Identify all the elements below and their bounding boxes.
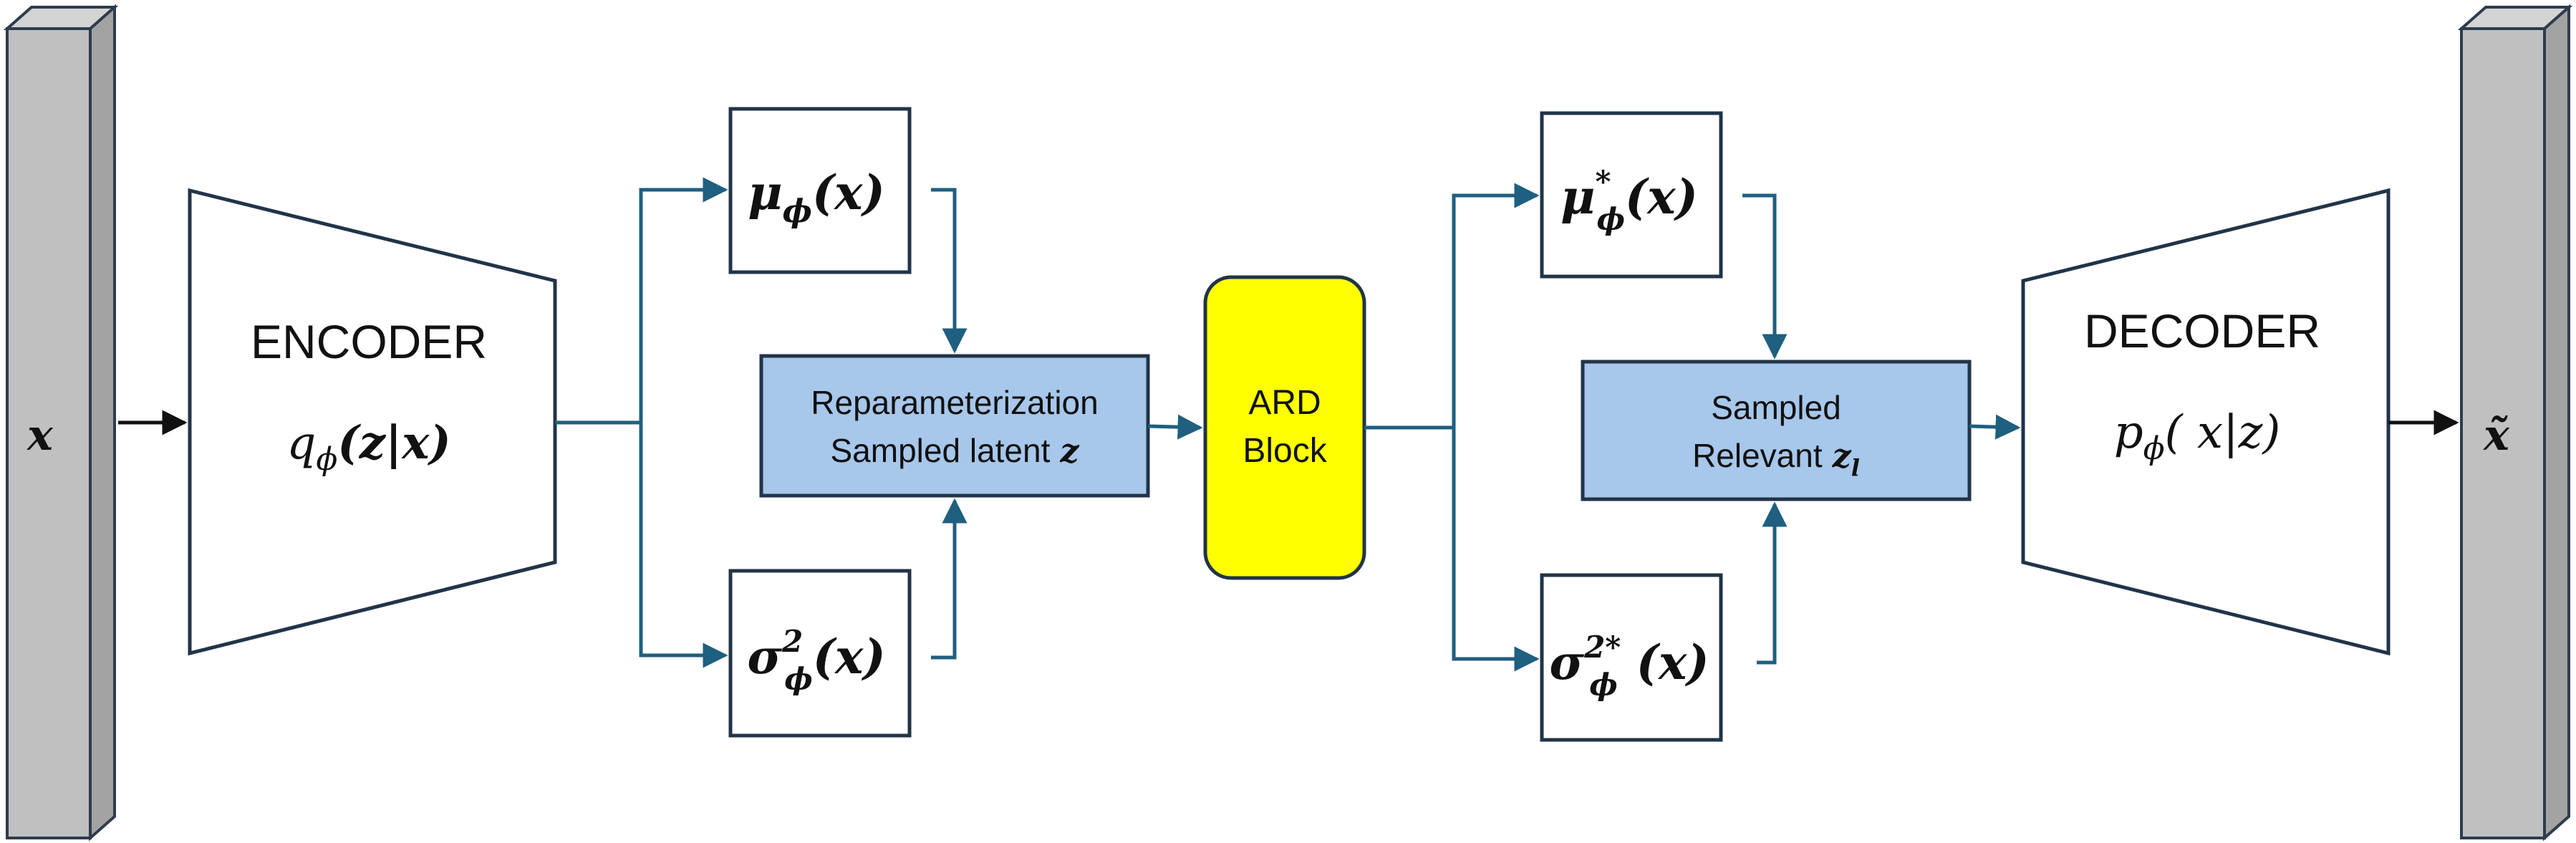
ard-block-line2: Block bbox=[1243, 432, 1327, 470]
arrow-sigma-star-to-sampled bbox=[1757, 501, 1788, 665]
output-bar: x̃ bbox=[2457, 4, 2573, 842]
mu-label: μϕ(x) bbox=[748, 165, 885, 230]
encoder-block: ENCODER qϕ(z|x) bbox=[188, 188, 557, 656]
decoder-formula: pϕ( x|z) bbox=[2114, 406, 2281, 467]
arrow-mu-star-to-sampled bbox=[1742, 193, 1788, 360]
arrow-mu-to-reparam bbox=[931, 188, 968, 354]
decoder-block: DECODER pϕ( x|z) bbox=[2021, 188, 2391, 656]
arrow-ard-to-mu-star bbox=[1452, 183, 1540, 428]
sigma-star-label: σ2*ϕ(x) bbox=[1549, 630, 1709, 702]
ard-block: ARD Block bbox=[1203, 275, 1366, 580]
reparameterization-line1: Reparameterization bbox=[811, 384, 1098, 421]
ard-block-line1: ARD bbox=[1248, 384, 1321, 422]
input-bar-label: x bbox=[26, 410, 54, 461]
arrow-encoder-to-mu bbox=[639, 177, 728, 423]
encoder-formula: qϕ(z|x) bbox=[286, 416, 450, 478]
connectors bbox=[118, 177, 2459, 672]
arrow-reparam-to-ard bbox=[1147, 414, 1203, 440]
arrow-encoder-to-sigma bbox=[639, 423, 728, 668]
arrow-sampled-to-decoder bbox=[1969, 414, 2021, 440]
encoder-title: ENCODER bbox=[251, 315, 487, 368]
mu-box: μϕ(x) bbox=[728, 107, 912, 274]
input-bar: x bbox=[3, 4, 119, 842]
sigma-star-box: σ2*ϕ(x) bbox=[1540, 573, 1723, 742]
sampled-relevant-line1: Sampled bbox=[1711, 389, 1841, 426]
decoder-title: DECODER bbox=[2084, 304, 2320, 357]
mu-star-label: μ*ϕ(x) bbox=[1560, 164, 1698, 236]
output-bar-label: x̃ bbox=[2482, 410, 2510, 461]
arrow-ard-to-sigma-star bbox=[1452, 428, 1540, 672]
arrow-sigma-to-reparam bbox=[931, 498, 968, 660]
mu-star-box: μ*ϕ(x) bbox=[1540, 111, 1723, 279]
